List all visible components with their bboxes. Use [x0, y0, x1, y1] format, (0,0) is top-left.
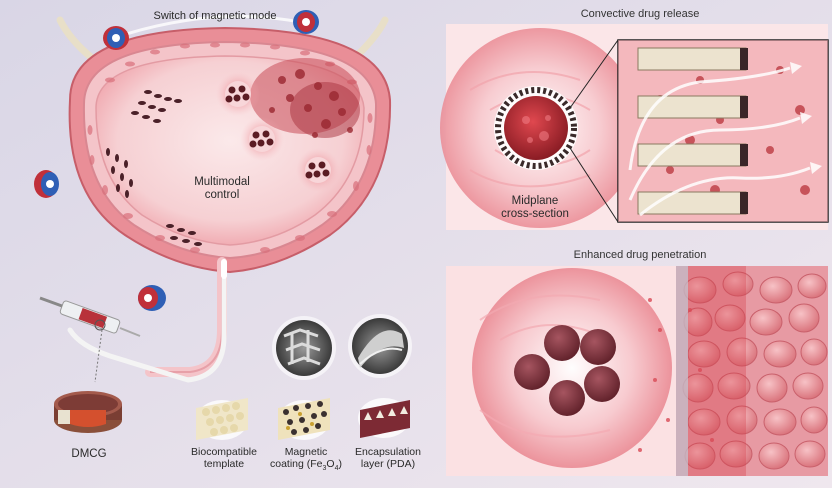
label-coating: coating (Fe3O4)	[269, 458, 342, 473]
particle-swarm-top	[131, 90, 182, 123]
tile-template	[196, 398, 248, 440]
label-control: control	[204, 189, 240, 202]
label-multimodal: Multimodal	[194, 176, 250, 188]
label-multimodal-control: Multimodal control	[182, 176, 262, 202]
panel-penetration	[446, 266, 828, 476]
particle-swarm-left	[106, 148, 133, 198]
dmcg-disk	[54, 391, 122, 433]
left-ureter	[56, 16, 96, 62]
tile-magnetic	[278, 398, 330, 440]
label-encapsulation-layer: Encapsulation layer (PDA)	[348, 446, 428, 470]
sem-encapsulation	[348, 314, 412, 378]
gel-hotspot-2	[240, 117, 284, 161]
particle-swarm-bottom	[166, 224, 202, 246]
flow-arrows	[628, 66, 811, 217]
syringe	[39, 296, 141, 337]
switch-arc	[119, 14, 301, 38]
label-biocompatible: Biocompatible	[191, 446, 257, 458]
label-layer-pda: layer (PDA)	[360, 458, 416, 471]
sem-magnetic	[272, 316, 336, 380]
label-midplane-cross-section: Midplane cross-section	[490, 195, 580, 221]
magnet-top-left	[103, 26, 129, 50]
label-dmcg: DMCG	[71, 448, 107, 460]
tissue-cells	[676, 266, 828, 476]
label-cross-section: cross-section	[501, 208, 569, 221]
magnet-top-right	[293, 10, 319, 34]
gel-hotspot-3	[296, 148, 340, 192]
panel-convective	[440, 24, 829, 230]
gel-hotspot-1	[216, 72, 260, 116]
label-magnetic: Magnetic	[284, 446, 328, 458]
label-midplane: Midplane	[511, 195, 559, 207]
tumor-region	[250, 58, 360, 138]
tile-encapsulation	[358, 398, 410, 438]
label-biocompatible-template: Biocompatible template	[186, 446, 262, 470]
label-template: template	[203, 458, 245, 471]
drug-disks	[514, 325, 620, 416]
label-magnetic-coating: Magnetic coating (Fe3O4)	[266, 446, 346, 473]
label-switch-mode: Switch of magnetic mode	[153, 10, 277, 22]
title-convective: Convective drug release	[580, 8, 700, 20]
title-enhanced: Enhanced drug penetration	[573, 249, 707, 261]
label-encapsulation: Encapsulation	[355, 446, 421, 458]
magnet-left	[34, 170, 59, 198]
magnet-bottom	[138, 285, 166, 311]
